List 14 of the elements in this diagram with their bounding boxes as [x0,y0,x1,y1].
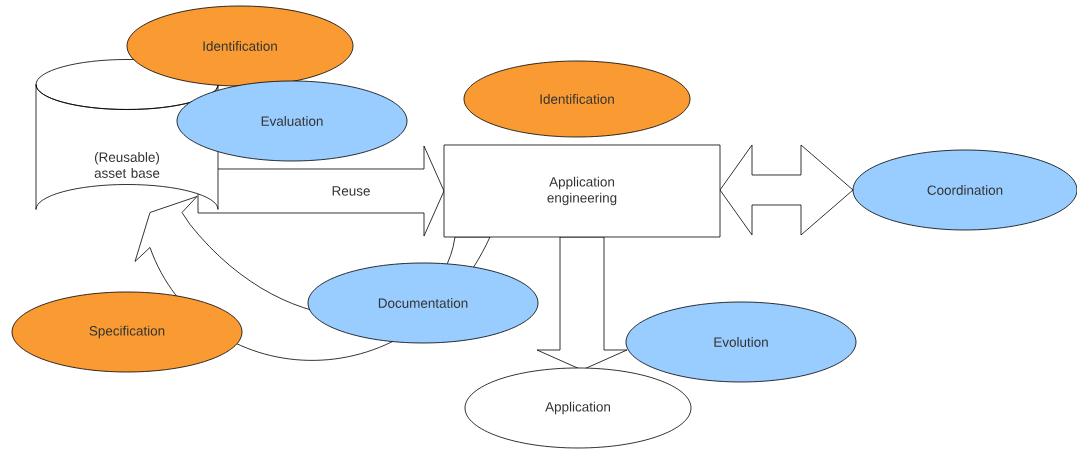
database-cylinder: (Reusable) asset base [35,59,219,210]
ellipse-node: Evaluation [176,80,408,162]
node-label: Application [545,401,611,415]
ellipse-node: Application [464,367,692,449]
block-arrow [197,145,445,237]
process-box: Application engineering [443,144,721,238]
ellipse-node: Documentation [307,262,539,344]
ellipse-node: Evolution [625,301,857,383]
ellipse-node: Identification [463,60,691,138]
ellipse-node: Coordination [852,149,1077,231]
ellipse-node: Specification [11,291,243,373]
ellipse-node: Identification [126,5,354,87]
block-arrow [719,144,854,236]
edge-label: Reuse [332,186,370,196]
